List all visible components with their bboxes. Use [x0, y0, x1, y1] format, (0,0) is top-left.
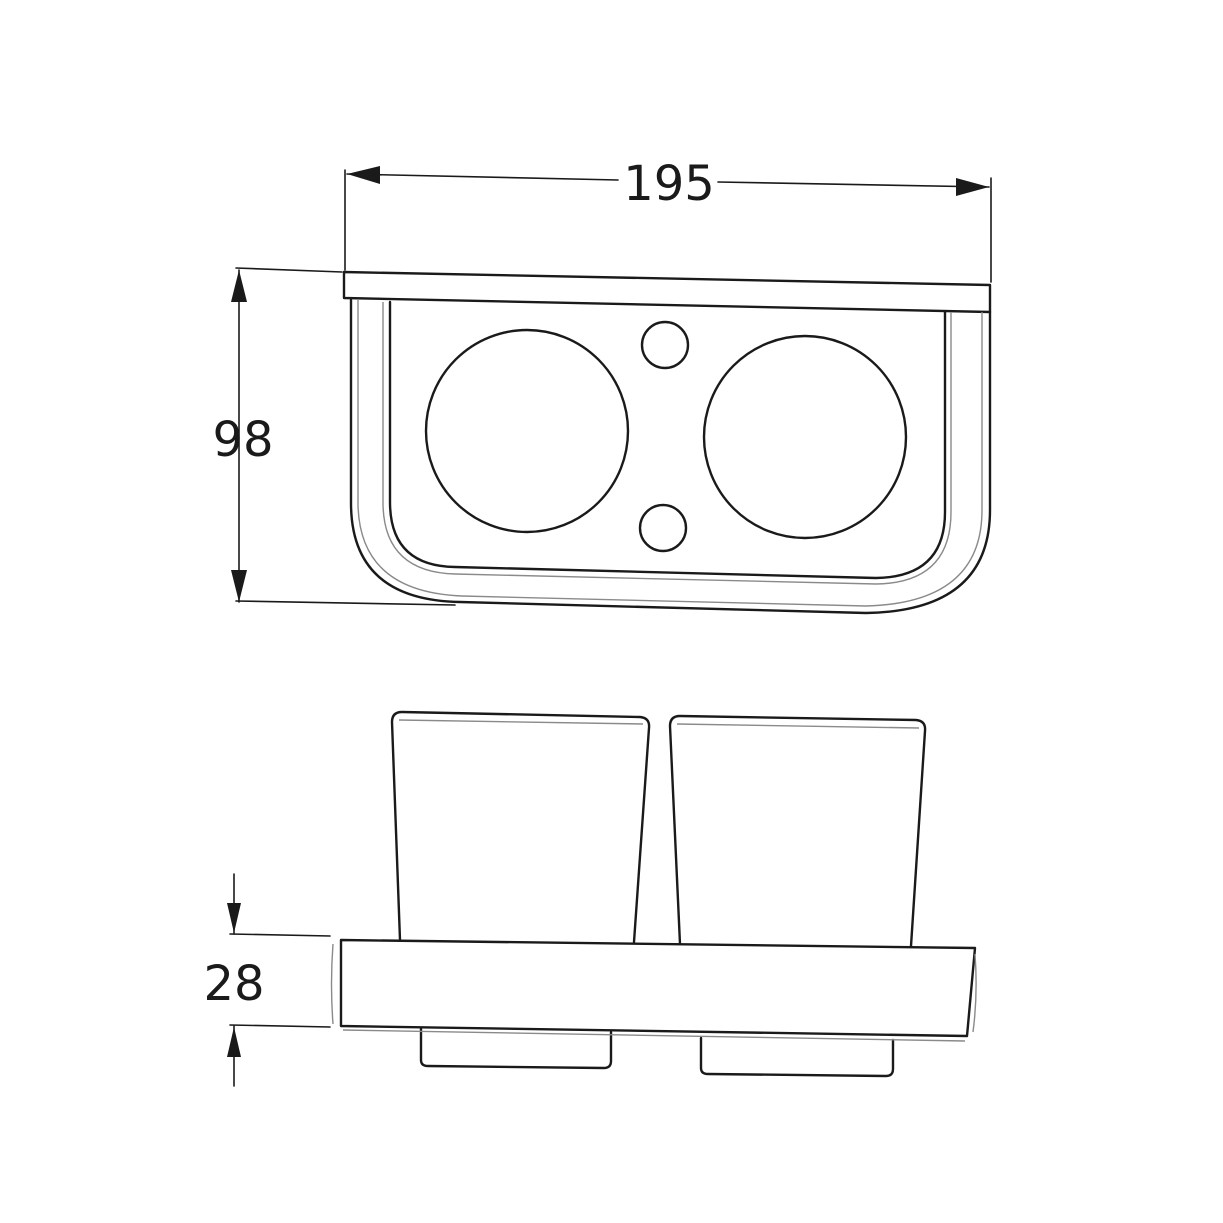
- holder-bar-end-left: [330, 943, 334, 1025]
- width-dimension: 195: [344, 156, 992, 283]
- arrowhead-right: [956, 178, 989, 196]
- holder-bar: [339, 938, 977, 1038]
- extension-line-bottom: [235, 600, 456, 606]
- cup-right-base: [699, 1036, 895, 1078]
- dimension-line-right: [717, 181, 990, 188]
- cup-right-body: [668, 714, 927, 948]
- screw-hole-bottom: [638, 503, 688, 553]
- mounting-plate: [342, 270, 992, 314]
- cup-left-base: [419, 1026, 613, 1070]
- tray-inner-highlight: [382, 302, 952, 585]
- arrowhead-left: [347, 166, 380, 184]
- tray-outer-highlight: [357, 300, 983, 607]
- cup-right-rim-highlight: [676, 723, 920, 729]
- top-view: [342, 270, 992, 615]
- tray-outer-outline: [349, 298, 992, 615]
- cup-hole-right: [702, 334, 908, 540]
- height-label: 28: [203, 956, 264, 1012]
- cup-left-body: [390, 710, 651, 944]
- arrowhead-up: [227, 1027, 241, 1057]
- arrowhead-down: [227, 903, 241, 933]
- front-view: [330, 710, 977, 1078]
- holder-bar-end-right: [972, 953, 977, 1033]
- depth-label: 98: [212, 412, 273, 468]
- extension-line-bar-bottom: [229, 1024, 331, 1028]
- width-label: 195: [623, 156, 715, 212]
- holder-bar-bottom-highlight: [342, 1029, 966, 1042]
- arrowhead-top: [231, 270, 247, 302]
- screw-hole-top: [640, 320, 690, 370]
- depth-dimension: 98: [212, 267, 456, 606]
- cup-hole-left: [424, 328, 630, 534]
- extension-line-bar-top: [229, 933, 331, 937]
- cup-left-rim-highlight: [398, 719, 644, 725]
- tray-inner-outline: [388, 300, 947, 580]
- extension-line-top: [235, 267, 343, 273]
- arrowhead-bottom: [231, 570, 247, 602]
- dimension-line-left: [346, 173, 619, 181]
- height-dimension: 28: [203, 873, 331, 1087]
